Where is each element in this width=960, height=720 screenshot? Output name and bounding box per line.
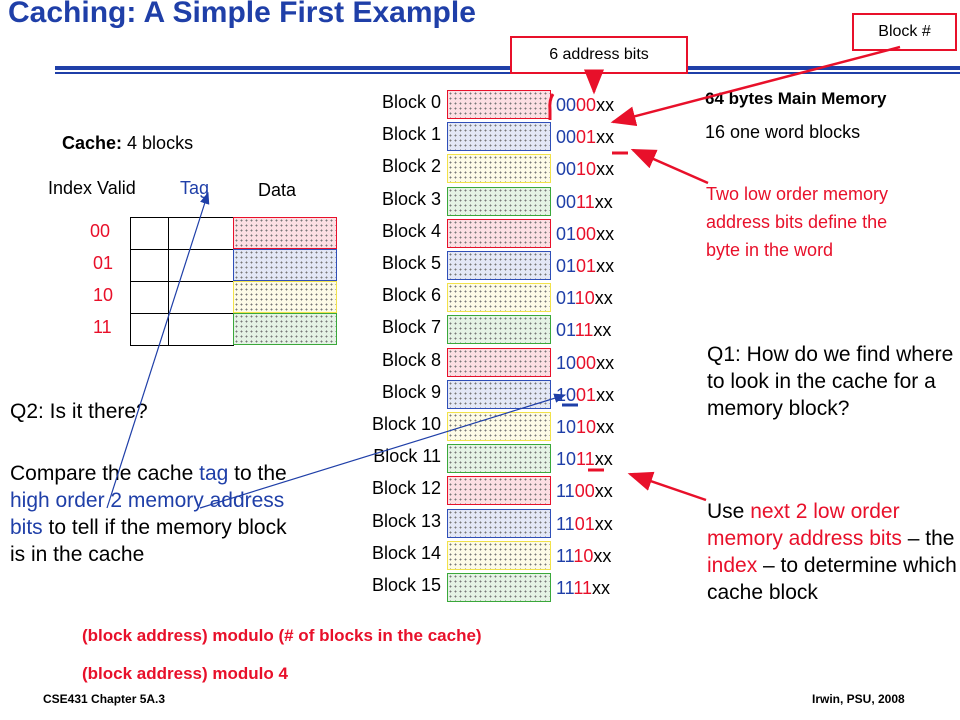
col-index-valid: Index Valid (48, 178, 136, 198)
memory-block-label: Block 8 (381, 350, 441, 370)
main-memory-subheading: 16 one word blocks (705, 122, 861, 142)
cache-valid-cell (130, 281, 169, 314)
memory-block-label: Block 13 (371, 511, 441, 531)
q2-answer: Compare the cache tag to the high order … (10, 462, 287, 566)
formula-general: (block address) modulo (# of blocks in t… (82, 626, 482, 645)
cache-data-cell (233, 281, 337, 313)
memory-block-address: 0011xx (556, 192, 613, 212)
memory-block-label: Block 3 (381, 189, 441, 209)
memory-block-cell (447, 444, 551, 473)
cache-index-label: 11 (93, 317, 112, 337)
memory-block-cell (447, 573, 551, 602)
cache-data-cell (233, 249, 337, 281)
memory-block-label: Block 15 (371, 575, 441, 595)
address-bits-label: 6 address bits (549, 46, 649, 63)
memory-block-label: Block 4 (381, 221, 441, 241)
memory-block-cell (447, 509, 551, 538)
memory-block-cell (447, 122, 551, 151)
col-data: Data (258, 180, 297, 200)
memory-block-cell (447, 154, 551, 183)
memory-block-address: 1101xx (556, 514, 613, 534)
cache-data-cell (233, 217, 337, 249)
block-number-box: Block # (852, 13, 957, 51)
main-memory-heading: 64 bytes Main Memory (705, 89, 887, 108)
memory-block-cell (447, 251, 551, 280)
memory-block-label: Block 11 (373, 446, 441, 466)
memory-block-label: Block 2 (381, 156, 441, 176)
low-order-note: Two low order memory address bits define… (706, 184, 889, 260)
memory-block-label: Block 0 (381, 92, 441, 112)
bracket-mark (548, 93, 555, 120)
q1-question: Q1: How do we find where to look in the … (707, 343, 954, 420)
memory-block-address: 1011xx (556, 449, 613, 469)
slide-title: Caching: A Simple First Example (8, 0, 476, 29)
memory-block-cell (447, 541, 551, 570)
memory-block-cell (447, 283, 551, 312)
memory-block-address: 1110xx (556, 546, 612, 566)
memory-block-address: 1100xx (556, 481, 613, 501)
memory-block-label: Block 14 (371, 543, 441, 563)
memory-block-address: 0110xx (556, 288, 613, 308)
cache-data-cell (233, 313, 337, 345)
formula-specific: (block address) modulo 4 (82, 664, 288, 683)
memory-block-cell (447, 187, 551, 216)
memory-block-address: 1010xx (556, 417, 615, 437)
memory-block-label: Block 12 (371, 478, 441, 498)
memory-block-cell (447, 348, 551, 377)
memory-block-address: 1000xx (556, 353, 615, 373)
cache-index-label: 00 (90, 221, 111, 241)
cache-label: Cache: 4 blocks (62, 133, 194, 153)
memory-block-cell (447, 476, 551, 505)
memory-block-label: Block 6 (381, 285, 441, 305)
low-order-arrow (630, 148, 709, 185)
memory-block-address: 1111xx (556, 578, 611, 598)
memory-block-label: Block 9 (381, 382, 441, 402)
cache-index-label: 10 (93, 285, 114, 305)
block-number-label: Block # (878, 23, 931, 40)
index-arrow (627, 471, 707, 502)
memory-block-address: 0111xx (556, 320, 612, 340)
memory-block-address: 0100xx (556, 224, 615, 244)
memory-block-address: 0101xx (556, 256, 615, 276)
q2-question: Q2: Is it there? (10, 400, 148, 423)
memory-block-cell (447, 412, 551, 441)
memory-block-cell (447, 219, 551, 248)
memory-block-label: Block 1 (381, 124, 441, 144)
footer-left: CSE431 Chapter 5A.3 (43, 692, 166, 706)
footer-right: Irwin, PSU, 2008 (812, 692, 905, 706)
tag-arrow (106, 191, 210, 509)
memory-block-label: Block 10 (371, 414, 441, 434)
q1-answer: Use next 2 low order memory address bits… (707, 500, 957, 604)
cache-index-label: 01 (93, 253, 114, 273)
block-number-arrow (610, 45, 901, 126)
memory-block-address: 0001xx (556, 127, 615, 147)
title-rule (55, 66, 960, 70)
memory-block-label: Block 7 (381, 317, 441, 337)
memory-block-address: 0010xx (556, 159, 615, 179)
high-order-arrow (199, 393, 567, 509)
cache-tag-cell (168, 281, 234, 314)
title-rule-thin (55, 72, 960, 74)
memory-block-address: 0000xx (556, 95, 615, 115)
memory-block-cell (447, 315, 551, 344)
memory-block-cell (447, 90, 551, 119)
memory-block-label: Block 5 (381, 253, 441, 273)
